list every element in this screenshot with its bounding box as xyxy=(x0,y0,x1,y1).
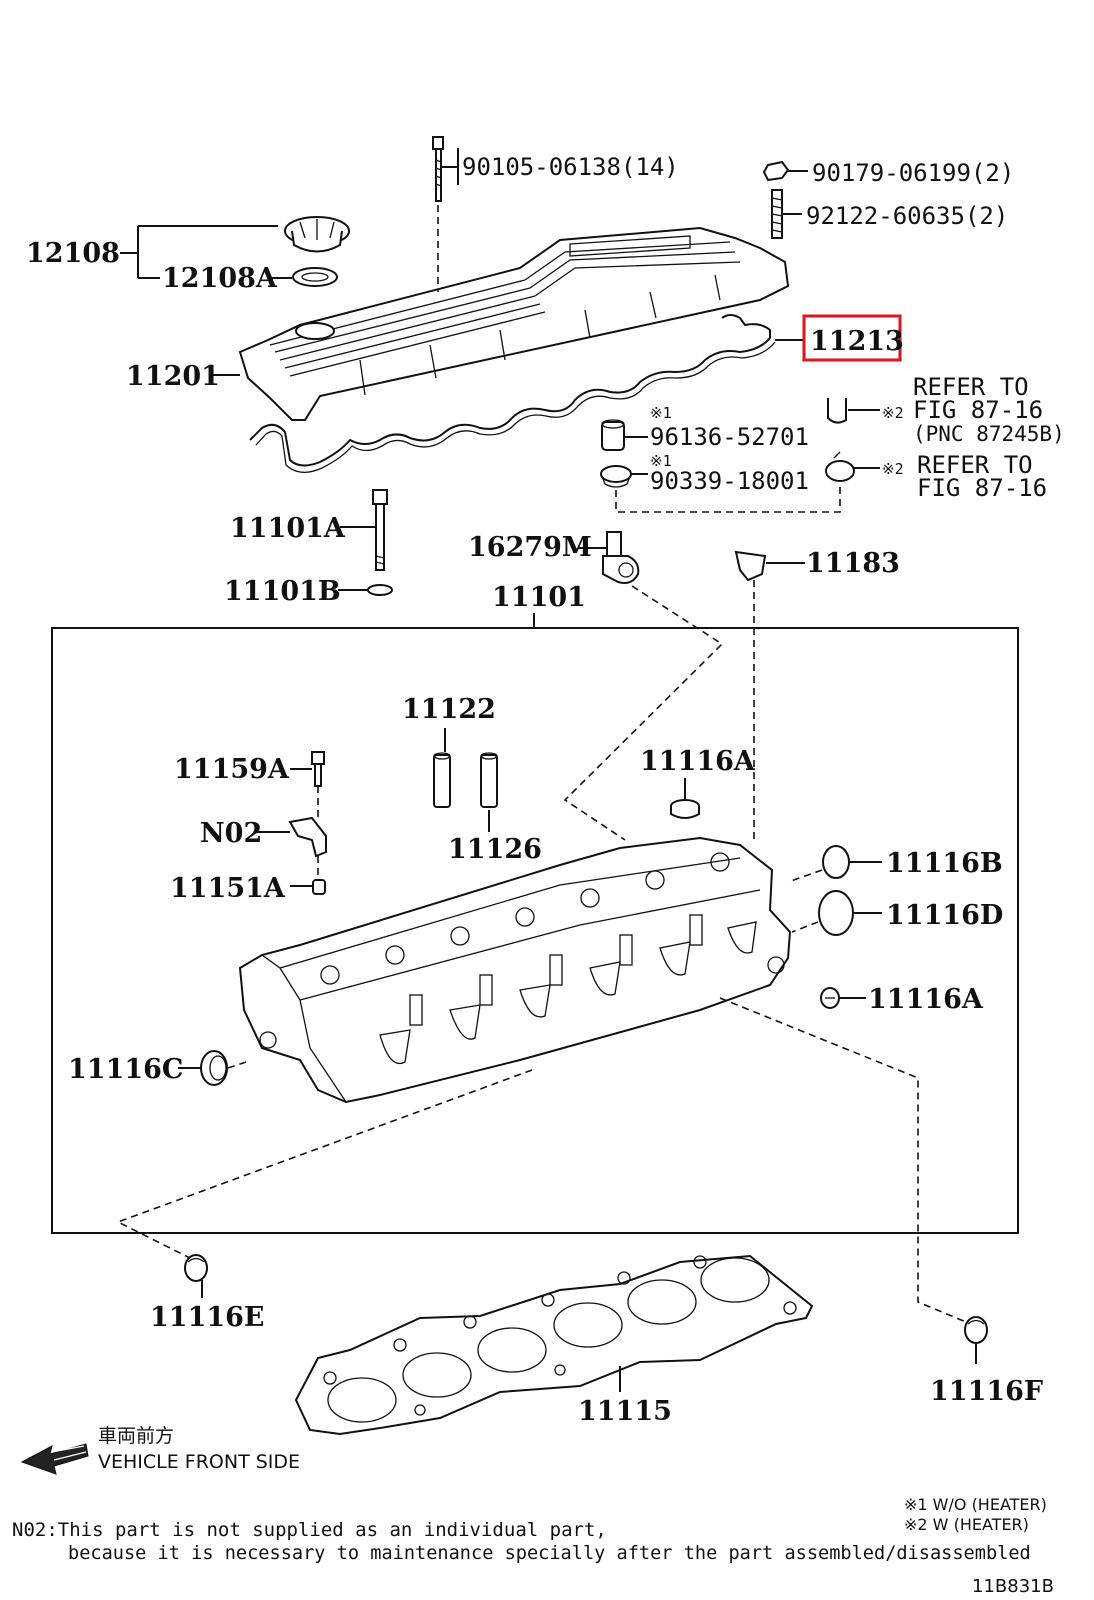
plug-11116F xyxy=(964,1316,988,1344)
refer-2-line1: REFER TO xyxy=(917,451,1033,479)
cylinder-head-cover xyxy=(238,226,790,421)
bolt-11159A xyxy=(311,751,325,787)
water-outlet xyxy=(602,531,640,584)
plug-11116D xyxy=(818,890,854,936)
vehicle-front-jp: 車両前方 xyxy=(98,1425,174,1447)
mark-2-a: ※2 xyxy=(882,404,904,422)
hose-clamp xyxy=(825,451,855,482)
legend-2: ※2 W (HEATER) xyxy=(904,1515,1029,1534)
label-12108A: 12108A xyxy=(162,263,278,294)
refer-1-line2: FIG 87-16 xyxy=(913,396,1043,424)
valve-guide-exhaust xyxy=(480,752,498,808)
label-96136-52701: 96136-52701 xyxy=(650,423,809,451)
label-90105-06138: 90105-06138(14) xyxy=(462,153,679,181)
plug-11116C xyxy=(200,1050,228,1086)
cylinder-head xyxy=(238,836,792,1104)
oil-filler-gasket xyxy=(292,267,338,287)
refer-1-line1: REFER TO xyxy=(913,373,1029,401)
label-11159A: 11159A xyxy=(174,754,290,785)
legend-1: ※1 W/O (HEATER) xyxy=(904,1495,1047,1514)
label-11116C: 11116C xyxy=(68,1054,183,1085)
oil-filler-cap xyxy=(284,216,350,253)
plug-11116A-top xyxy=(670,799,700,819)
highlight-box xyxy=(802,314,902,362)
clip-90339 xyxy=(600,465,632,488)
vehicle-front-arrow-icon xyxy=(20,1443,89,1475)
cylinder-head-gasket xyxy=(294,1254,814,1436)
label-N02: N02 xyxy=(200,818,262,849)
mark-2-b: ※2 xyxy=(882,460,904,478)
label-90339-18001: 90339-18001 xyxy=(650,467,809,495)
label-11101B: 11101B xyxy=(224,576,341,607)
label-11115: 11115 xyxy=(578,1396,672,1427)
label-11116D: 11116D xyxy=(886,900,1003,931)
mark-1-b: ※1 xyxy=(650,452,672,470)
plug-11151A xyxy=(312,879,326,895)
plug-11116B xyxy=(822,845,850,879)
valve-guide-intake xyxy=(433,752,451,808)
bracket-N02 xyxy=(288,816,327,858)
label-11201: 11201 xyxy=(126,361,220,392)
cover-nut xyxy=(762,160,790,182)
label-11116E: 11116E xyxy=(150,1302,265,1333)
label-11116A-top: 11116A xyxy=(640,746,756,777)
plug-11116A-side xyxy=(820,987,840,1009)
footnote-line1: N02:This part is not supplied as an indi… xyxy=(12,1519,607,1541)
hose-fitting xyxy=(827,398,847,424)
label-12108: 12108 xyxy=(26,238,120,269)
figure-code: 11B831B xyxy=(972,1576,1054,1597)
footnote-line2: because it is necessary to maintenance s… xyxy=(68,1543,1031,1564)
label-92122-60635: 92122-60635(2) xyxy=(806,202,1008,230)
cover-11183 xyxy=(734,550,767,582)
label-11183: 11183 xyxy=(806,548,900,579)
label-11213: 11213 xyxy=(810,326,904,357)
head-bolt-washer xyxy=(367,584,393,596)
cover-stud xyxy=(771,189,783,239)
label-11101A: 11101A xyxy=(230,513,346,544)
cover-bolt xyxy=(432,136,444,202)
refer-2-line2: FIG 87-16 xyxy=(917,474,1047,502)
refer-1-line3: (PNC 87245B) xyxy=(913,422,1065,446)
label-11126: 11126 xyxy=(448,834,542,865)
label-11116F: 11116F xyxy=(930,1376,1043,1407)
head-bolt xyxy=(372,489,388,571)
label-16279M: 16279M xyxy=(468,532,592,563)
mark-1-a: ※1 xyxy=(650,404,672,422)
label-90179-06199: 90179-06199(2) xyxy=(812,159,1014,187)
label-11122: 11122 xyxy=(402,694,496,725)
label-11101: 11101 xyxy=(492,582,586,613)
label-11116A-side: 11116A xyxy=(868,984,984,1015)
head-cover-gasket xyxy=(249,314,771,467)
plug-96136 xyxy=(601,419,625,451)
label-11151A: 11151A xyxy=(170,873,286,904)
plug-11116E xyxy=(184,1254,208,1282)
label-11116B: 11116B xyxy=(886,848,1003,879)
vehicle-front-en: VEHICLE FRONT SIDE xyxy=(98,1451,300,1473)
